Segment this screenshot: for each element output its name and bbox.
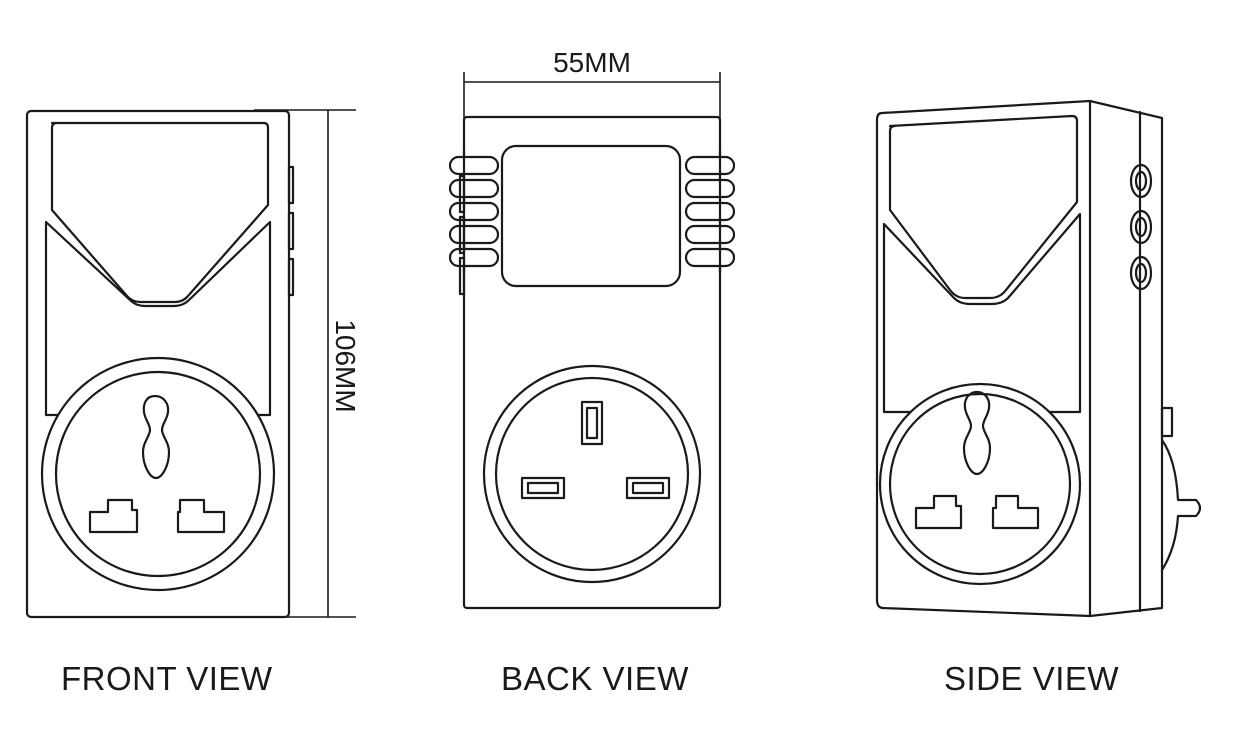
front-view-label: FRONT VIEW [61,660,273,697]
front-view-drawing [25,109,295,619]
side-view-drawing [875,99,1202,618]
back-view-label: BACK VIEW [501,660,689,697]
side-view-label: SIDE VIEW [944,660,1120,697]
back-view-drawing [448,115,736,610]
width-dimension-label: 55MM [553,47,631,78]
width-dimension: 55MM [463,47,721,150]
height-dimension-label: 106MM [330,319,361,412]
height-dimension: 106MM [254,109,361,618]
